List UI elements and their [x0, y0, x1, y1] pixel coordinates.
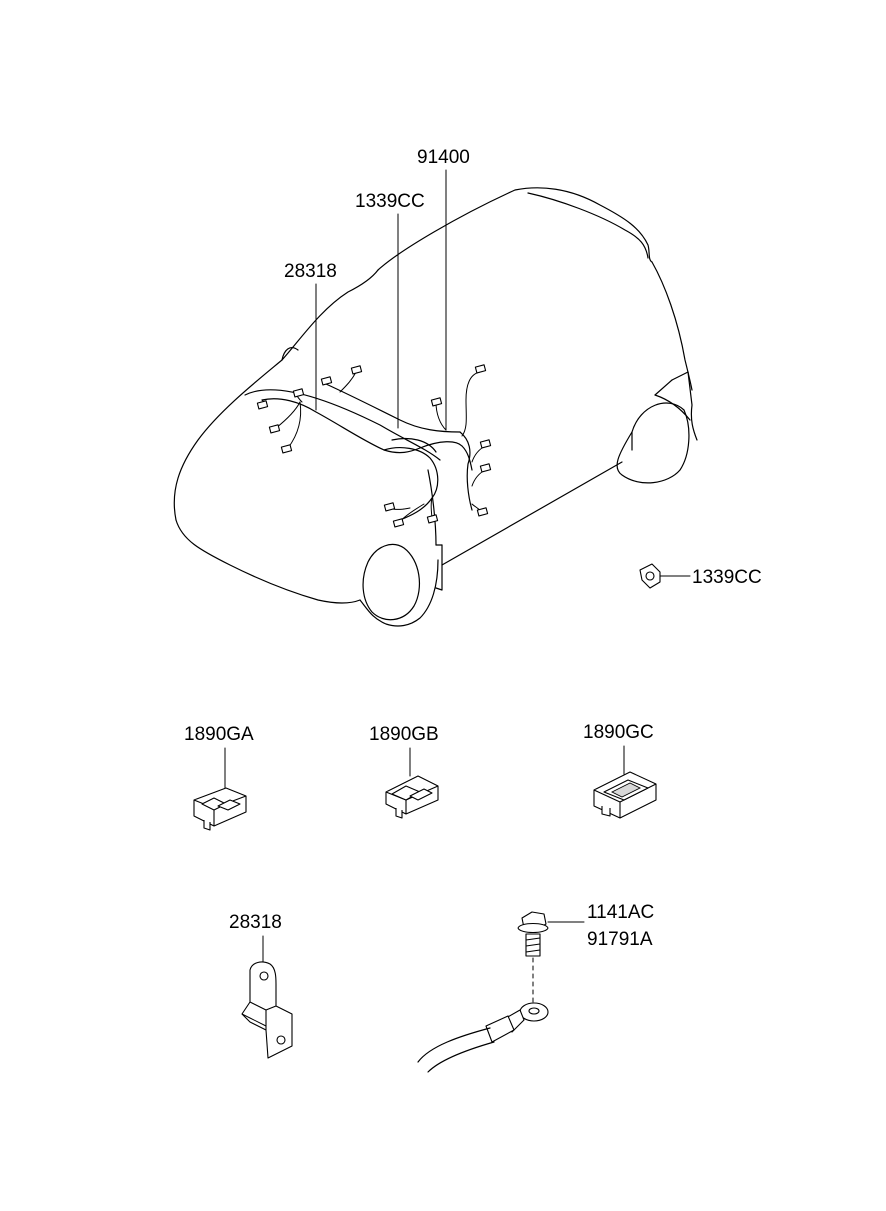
- label-1890ga: 1890GA: [184, 724, 254, 745]
- leader-lines-car: [315, 169, 447, 431]
- connector-1890ga: [193, 747, 247, 831]
- label-1890gb: 1890GB: [369, 724, 439, 745]
- label-91400: 91400: [417, 147, 470, 168]
- label-28318-part: 28318: [229, 912, 282, 933]
- connector-1890gb: [385, 747, 439, 819]
- bracket-28318: [241, 935, 293, 1059]
- ground-cable: [417, 1002, 549, 1073]
- label-28318-car: 28318: [284, 261, 337, 282]
- car-outline: [173, 187, 698, 627]
- ground-bolt: [517, 911, 585, 1003]
- label-1339cc-car: 1339CC: [355, 191, 425, 212]
- connector-1890gc: [593, 745, 657, 819]
- label-1890gc: 1890GC: [583, 722, 654, 743]
- label-1141ac: 1141AC: [587, 902, 654, 923]
- label-1339cc-part: 1339CC: [692, 567, 762, 588]
- wiring-harness-91400: [256, 364, 492, 528]
- clip-1339cc: [639, 563, 691, 589]
- label-91791a: 91791A: [587, 929, 653, 950]
